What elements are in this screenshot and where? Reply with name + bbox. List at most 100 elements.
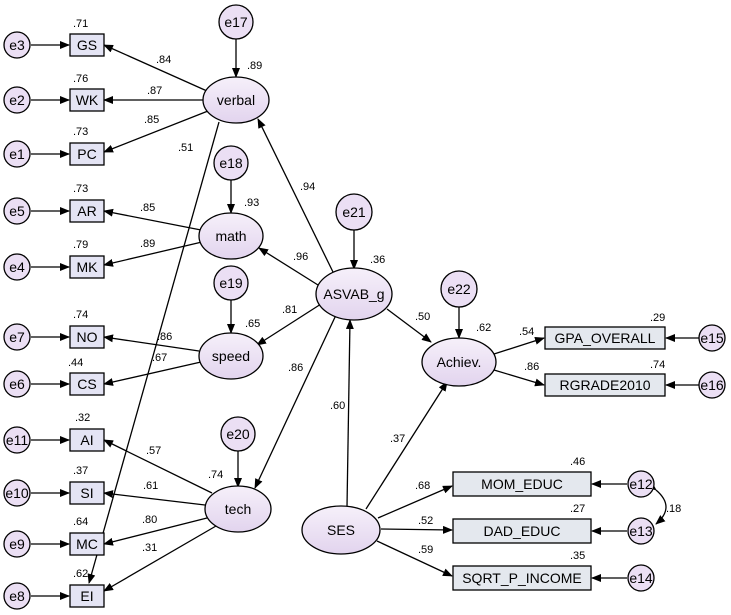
box-RGRADE: [544, 373, 666, 397]
path-ses-INCOME: [376, 540, 453, 577]
r2-WK: .76: [73, 73, 88, 85]
label-e11: e11: [6, 432, 29, 448]
path-speed-CS: [103, 361, 202, 386]
path-asvab-achiev: [386, 308, 432, 343]
label-MK: MK: [77, 259, 99, 275]
box-CS: [69, 372, 105, 396]
latent-verbal: [202, 76, 270, 124]
r2-MK: .79: [73, 239, 88, 251]
path-tech-AI: [103, 439, 213, 494]
label-e15: e15: [700, 330, 724, 346]
latent-speed: [198, 332, 264, 380]
box-MK: [69, 255, 105, 279]
r2-INCOME: .35: [570, 550, 585, 562]
path-math-MK: [103, 241, 203, 267]
coef-asvab-tech: .86: [288, 362, 303, 374]
latent-asvab: [315, 267, 393, 321]
error-e3: [3, 31, 31, 59]
label-e14: e14: [629, 570, 653, 586]
path-achiev-RGRADE: [493, 369, 545, 387]
coef-verbal-GS: .84: [156, 54, 171, 66]
r2-speed: .65: [245, 318, 260, 330]
path-ses-MOM: [377, 485, 453, 519]
path-verbal-GS: [103, 44, 208, 92]
path-ses-DAD: [380, 525, 453, 534]
label-verbal: verbal: [217, 92, 255, 108]
label-INCOME: SQRT_P_INCOME: [462, 570, 582, 586]
error-e7: [3, 323, 31, 351]
label-EI: EI: [80, 588, 93, 604]
label-MOM: MOM_EDUC: [481, 476, 563, 492]
r2-asvab: .36: [370, 254, 385, 266]
path-tech-MC: [103, 517, 208, 546]
path-tech-SI: [103, 490, 206, 506]
coef-asvab-math: .96: [293, 251, 308, 263]
error-e11: [3, 426, 31, 454]
error-e19: [213, 265, 249, 301]
coef-math-MK: .89: [140, 238, 155, 250]
error-e18: [213, 145, 249, 181]
r2-DAD: .27: [570, 503, 585, 515]
label-tech: tech: [225, 501, 251, 517]
error-e21: [335, 193, 373, 231]
label-MC: MC: [76, 536, 98, 552]
label-GPA: GPA_OVERALL: [555, 330, 656, 346]
r2-PC: .73: [73, 126, 88, 138]
r2-AI: .32: [75, 412, 90, 424]
label-e18: e18: [219, 155, 243, 171]
label-e1: e1: [9, 146, 25, 162]
error-e9: [3, 530, 31, 558]
r2-GPA: .29: [650, 312, 665, 324]
label-e19: e19: [219, 275, 243, 291]
coef-ses-DAD: .52: [418, 515, 433, 527]
label-e21: e21: [342, 204, 366, 220]
error-e8: [3, 582, 31, 610]
node-labels: e3 e2 e1 e5 e4 e7 e6 e11 e10 e9 e8 e17 e…: [5, 14, 724, 604]
latent-ellipses: [198, 76, 497, 555]
r2-GS: .71: [73, 18, 88, 30]
r2-EI: .62: [73, 568, 88, 580]
error-e15: [698, 324, 726, 352]
path-verbal-PC: [103, 110, 209, 153]
coef-ses-achiev: .37: [390, 433, 405, 445]
r2-achiev: .62: [476, 322, 491, 334]
label-RGRADE: RGRADE2010: [559, 377, 650, 393]
path-ses-achiev: [365, 381, 448, 510]
coef-cov-e12-e13: .18: [666, 503, 681, 515]
coef-tech-AI: .57: [146, 445, 161, 457]
coef-tech-MC: .80: [142, 514, 157, 526]
error-e20: [220, 416, 256, 452]
label-e12: e12: [629, 476, 653, 492]
label-WK: WK: [76, 92, 99, 108]
coef-speed-NO: .86: [157, 331, 172, 343]
label-e9: e9: [9, 536, 25, 552]
label-math: math: [215, 228, 246, 244]
coef-tech-EI: .31: [142, 542, 157, 554]
box-MOM: [452, 471, 592, 497]
label-e2: e2: [9, 92, 25, 108]
box-AR: [69, 199, 105, 223]
latent-tech: [204, 485, 272, 533]
label-e4: e4: [9, 259, 25, 275]
path-tech-EI: [103, 525, 217, 592]
path-cov-e12-e13: [646, 481, 667, 525]
path-ses-asvab: [345, 319, 354, 508]
coef-achiev-GPA: .54: [519, 326, 534, 338]
path-asvab-speed: [256, 303, 322, 346]
coef-ses-asvab: .60: [330, 400, 345, 412]
error-e13: [627, 517, 655, 545]
box-MC: [69, 532, 105, 556]
label-speed: speed: [212, 348, 250, 364]
error-e1: [3, 140, 31, 168]
label-e5: e5: [9, 203, 25, 219]
coef-math-AR: .85: [140, 202, 155, 214]
r2-math: .93: [244, 197, 259, 209]
r2-verbal: .89: [247, 60, 262, 72]
r2-MC: .64: [73, 516, 88, 528]
coef-verbal-EI: .51: [178, 142, 193, 154]
error-e5: [3, 197, 31, 225]
latent-math: [198, 212, 264, 260]
r2-SI: .37: [73, 465, 88, 477]
box-NO: [69, 325, 105, 349]
